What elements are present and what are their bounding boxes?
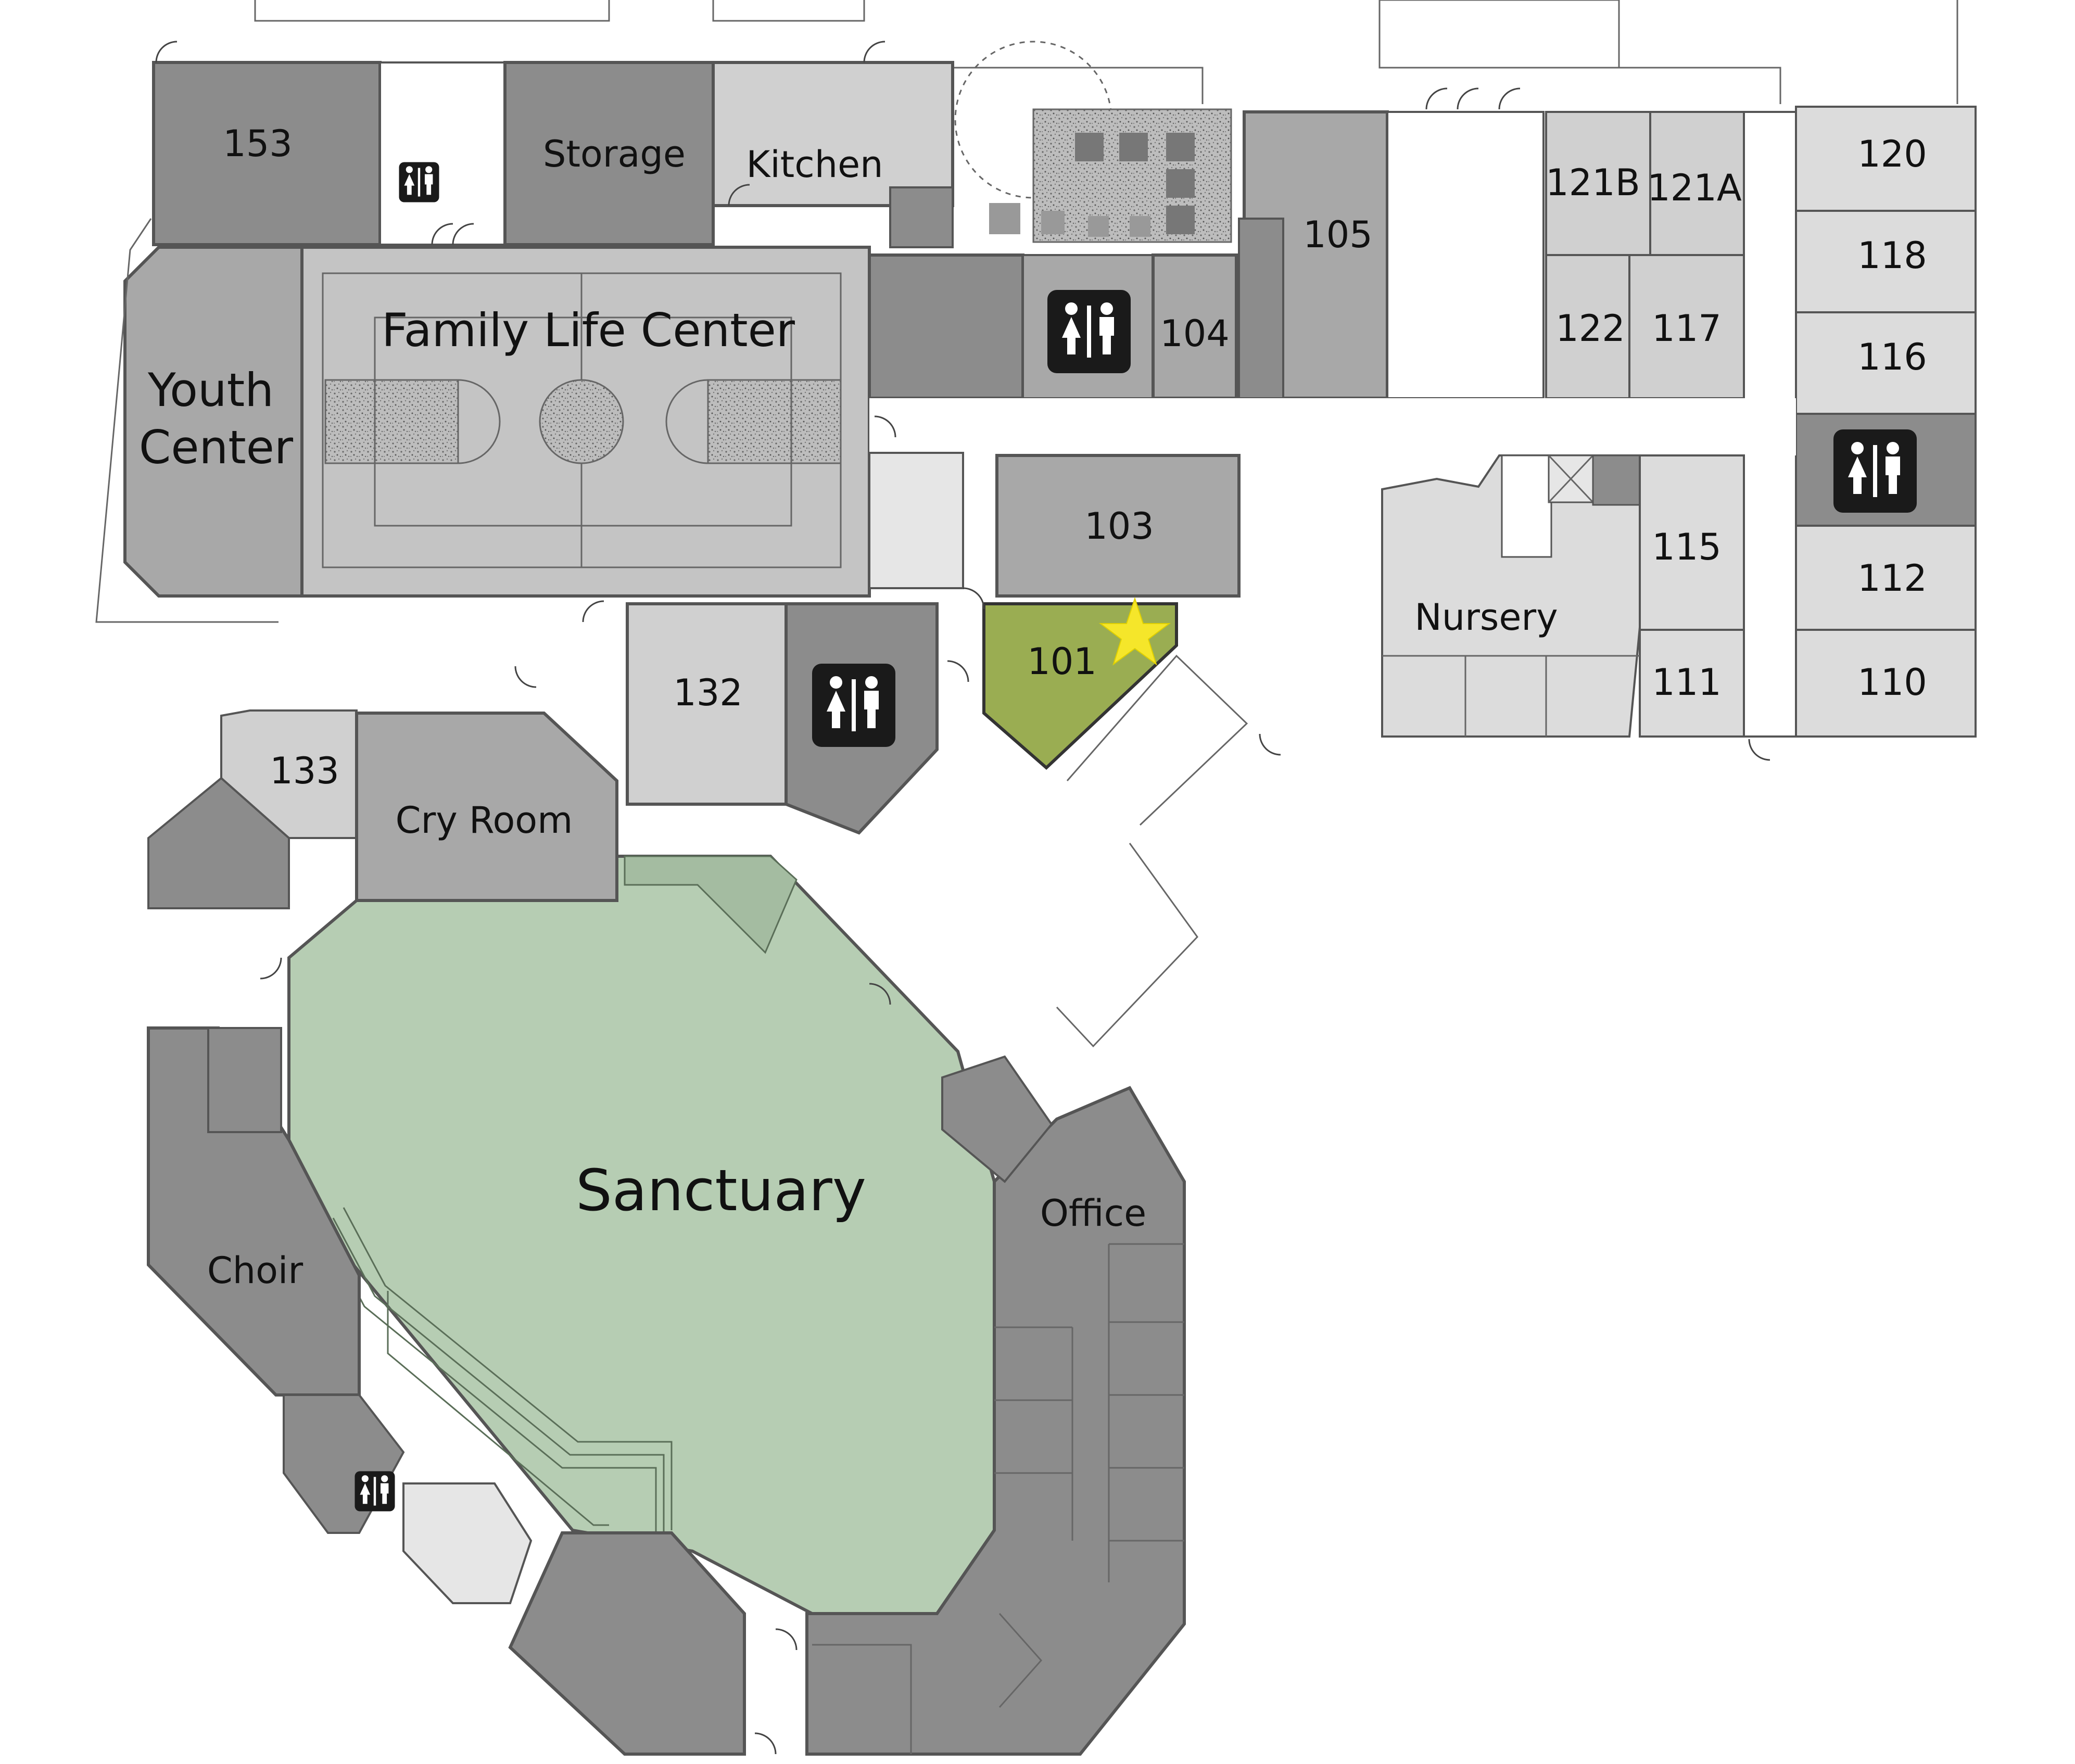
room-choir-small	[207, 1027, 282, 1133]
room-112[interactable]	[1795, 525, 1977, 631]
room-mech-104	[868, 253, 1024, 400]
room-121a[interactable]	[1649, 111, 1745, 256]
room-132[interactable]	[626, 602, 788, 806]
restroom-icon	[1047, 290, 1131, 373]
stairs-west	[147, 777, 290, 909]
room-label: Kitchen	[746, 143, 883, 186]
room-120[interactable]	[1795, 106, 1977, 212]
room-label: Center	[139, 421, 294, 474]
restroom-icon	[355, 1471, 395, 1512]
stairs-center	[868, 452, 964, 589]
room-label: 115	[1652, 526, 1722, 568]
room-label: Choir	[207, 1249, 303, 1292]
corridor-north	[1386, 111, 1545, 399]
room-label: 104	[1160, 312, 1230, 355]
room-label: 112	[1857, 557, 1927, 600]
room-label: 121B	[1546, 161, 1640, 204]
restroom-icon	[399, 162, 439, 202]
basketball-court	[322, 272, 842, 568]
room-label: Office	[1040, 1192, 1146, 1235]
door-swings	[155, 41, 1770, 1755]
star-icon	[1099, 597, 1171, 666]
room-label: Family Life Center	[382, 303, 795, 357]
room-116[interactable]	[1795, 311, 1977, 415]
room-label: Cry Room	[396, 799, 573, 842]
room-southwest	[508, 1531, 746, 1756]
room-label: 116	[1857, 336, 1927, 378]
room-label: 105	[1303, 213, 1373, 256]
room-121b[interactable]	[1545, 111, 1651, 256]
room-nursery-dark	[1592, 454, 1641, 506]
room-label: 153	[223, 122, 293, 165]
room-110[interactable]	[1795, 629, 1977, 738]
stairs-southwest	[402, 1482, 533, 1604]
corridor-main	[869, 398, 1796, 455]
corridor-153	[379, 61, 506, 246]
room-label: Youth	[147, 363, 274, 417]
room-label: 120	[1857, 133, 1927, 175]
room-label: 118	[1857, 234, 1927, 277]
kitchen-annex	[889, 186, 954, 248]
restroom-icon	[812, 664, 895, 747]
room-115[interactable]	[1639, 454, 1745, 631]
room-office[interactable]	[805, 1086, 1186, 1756]
room-storage[interactable]	[503, 61, 715, 246]
room-label: Nursery	[1414, 596, 1558, 639]
room-label: 133	[270, 750, 339, 792]
room-105-annex	[1238, 218, 1284, 399]
room-label: 103	[1084, 505, 1154, 548]
office-subrooms	[812, 1055, 1184, 1754]
room-111[interactable]	[1639, 629, 1745, 738]
room-label: 117	[1652, 307, 1722, 350]
room-label: 110	[1857, 661, 1927, 704]
room-cry-room[interactable]	[355, 712, 618, 902]
room-label: 122	[1555, 307, 1625, 350]
room-kitchen[interactable]	[712, 61, 954, 207]
restroom-icon	[1833, 429, 1917, 513]
room-103[interactable]	[995, 454, 1241, 598]
patio-planters	[989, 133, 1195, 237]
room-label: 111	[1652, 661, 1722, 704]
restroom-choir	[283, 1394, 405, 1534]
room-label: 121A	[1647, 167, 1742, 209]
room-label: 132	[673, 671, 743, 714]
room-118[interactable]	[1795, 210, 1977, 313]
room-label: Storage	[543, 133, 686, 175]
room-104[interactable]	[1152, 253, 1238, 400]
stairs-nursery	[1501, 454, 1552, 558]
room-label: 101	[1027, 640, 1097, 683]
room-labels: 153 Storage Kitchen 105 121B 121A 120 11…	[139, 122, 1927, 1292]
room-label: Sanctuary	[576, 1157, 866, 1224]
